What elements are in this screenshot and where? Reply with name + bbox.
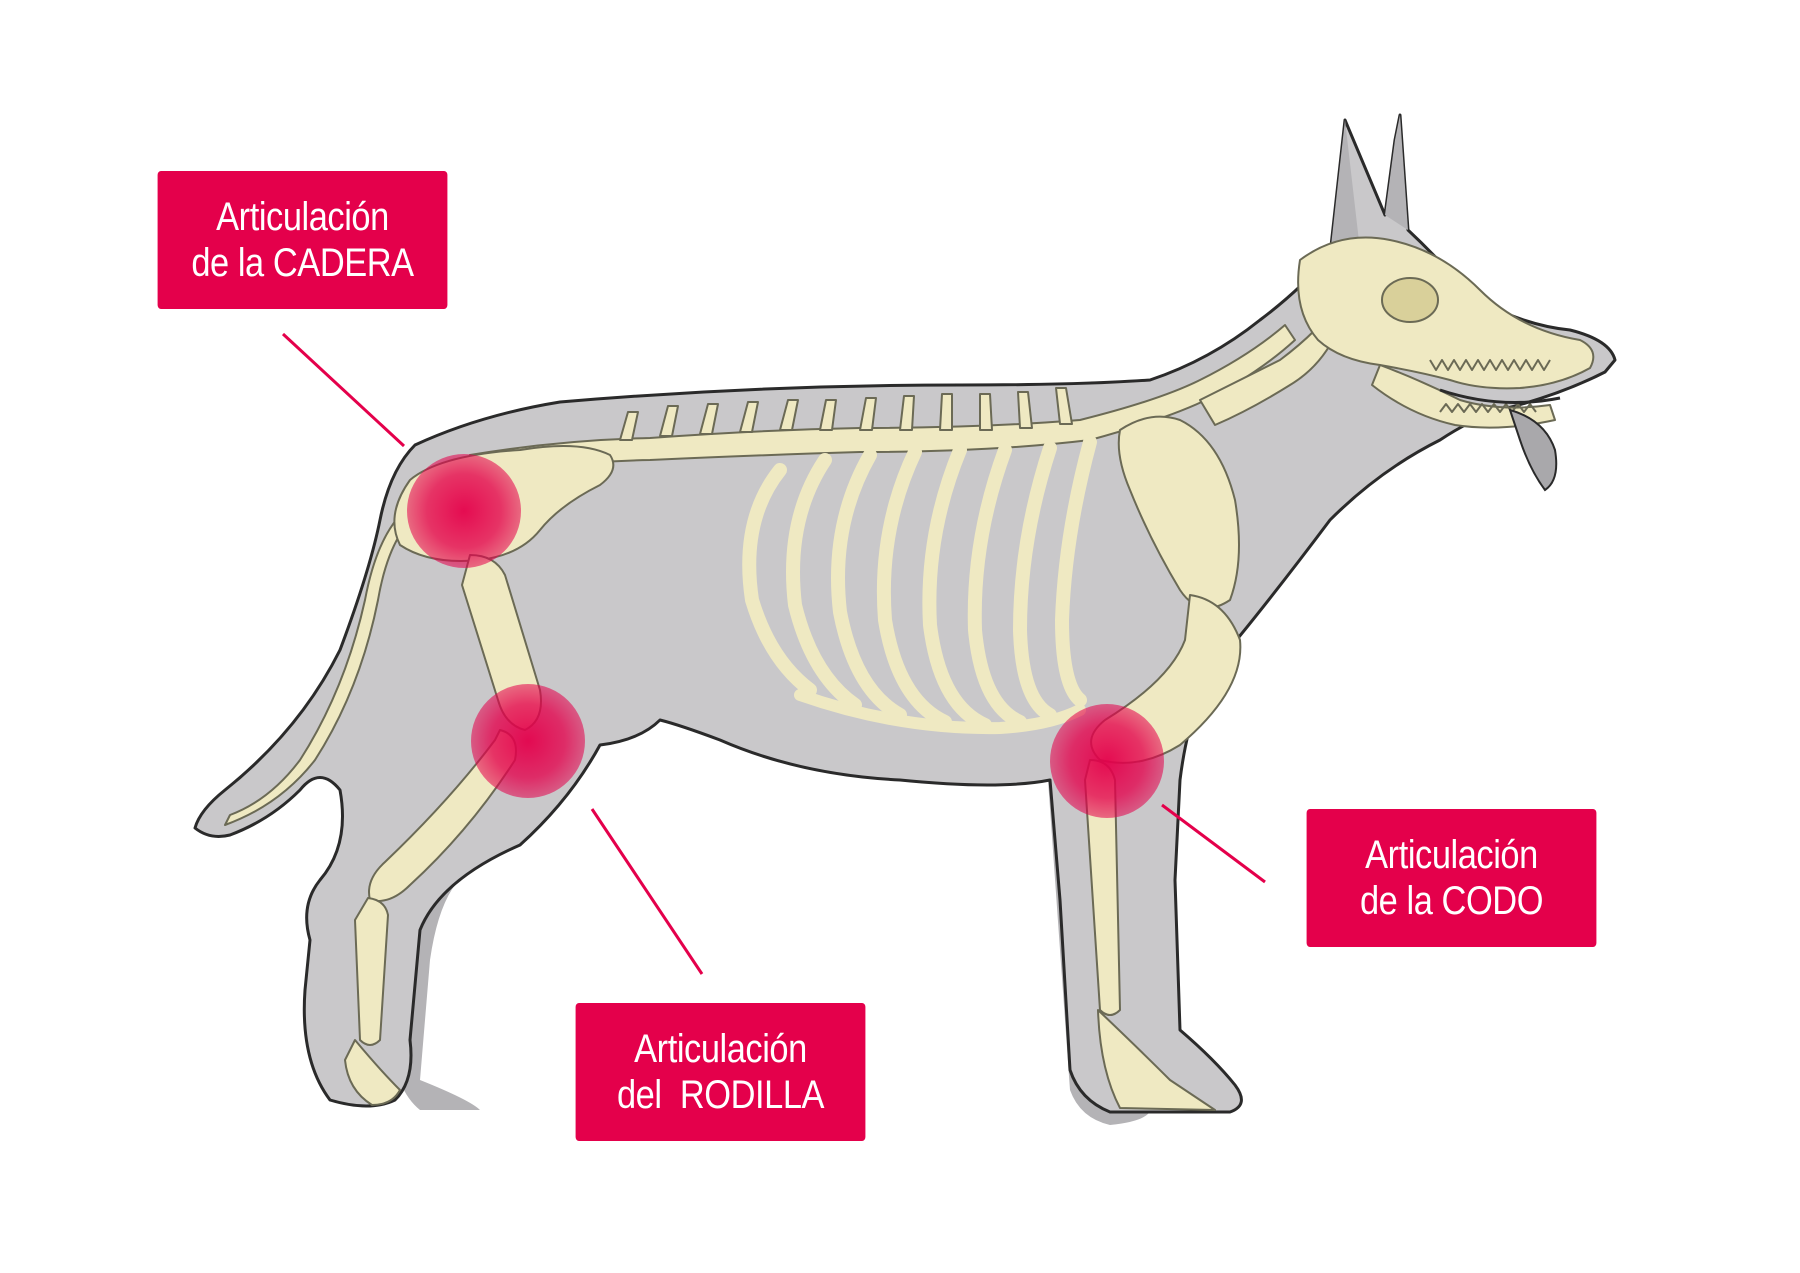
tongue	[1508, 408, 1558, 492]
hip-callout-line2: de la CADERA	[191, 241, 414, 285]
tail-bones	[224, 499, 426, 826]
hind-paw-bones	[344, 1039, 401, 1106]
knee-joint-callout: Articulación del RODILLA	[575, 1003, 866, 1141]
knee-leader-line	[590, 808, 704, 975]
hip-leader-line	[281, 332, 406, 448]
hind-metatarsal	[354, 897, 389, 1046]
spinous-processes	[619, 387, 1073, 441]
hip-joint-highlight	[407, 454, 521, 568]
front-paw-bones	[1097, 1009, 1216, 1111]
ears	[1330, 115, 1408, 255]
knee-callout-line2: del RODILLA	[616, 1073, 825, 1117]
elbow-joint-callout: Articulación de la CODO	[1306, 809, 1597, 947]
elbow-callout-line1: Articulación	[1365, 833, 1538, 877]
hip-callout-line1: Articulación	[216, 195, 389, 239]
sternum	[794, 689, 1086, 735]
skull	[1297, 236, 1595, 390]
ribcage	[742, 435, 1097, 732]
hip-joint-callout: Articulación de la CADERA	[157, 171, 448, 309]
knee-callout-line1: Articulación	[634, 1027, 807, 1071]
knee-joint-highlight	[471, 684, 585, 798]
scapula	[1117, 415, 1240, 609]
elbow-joint-highlight	[1050, 704, 1164, 818]
elbow-leader-line	[1161, 803, 1266, 884]
elbow-callout-line2: de la CODO	[1359, 879, 1544, 923]
leader-lines	[281, 332, 1266, 975]
joint-highlights	[407, 454, 1164, 818]
mouth	[1439, 388, 1561, 492]
